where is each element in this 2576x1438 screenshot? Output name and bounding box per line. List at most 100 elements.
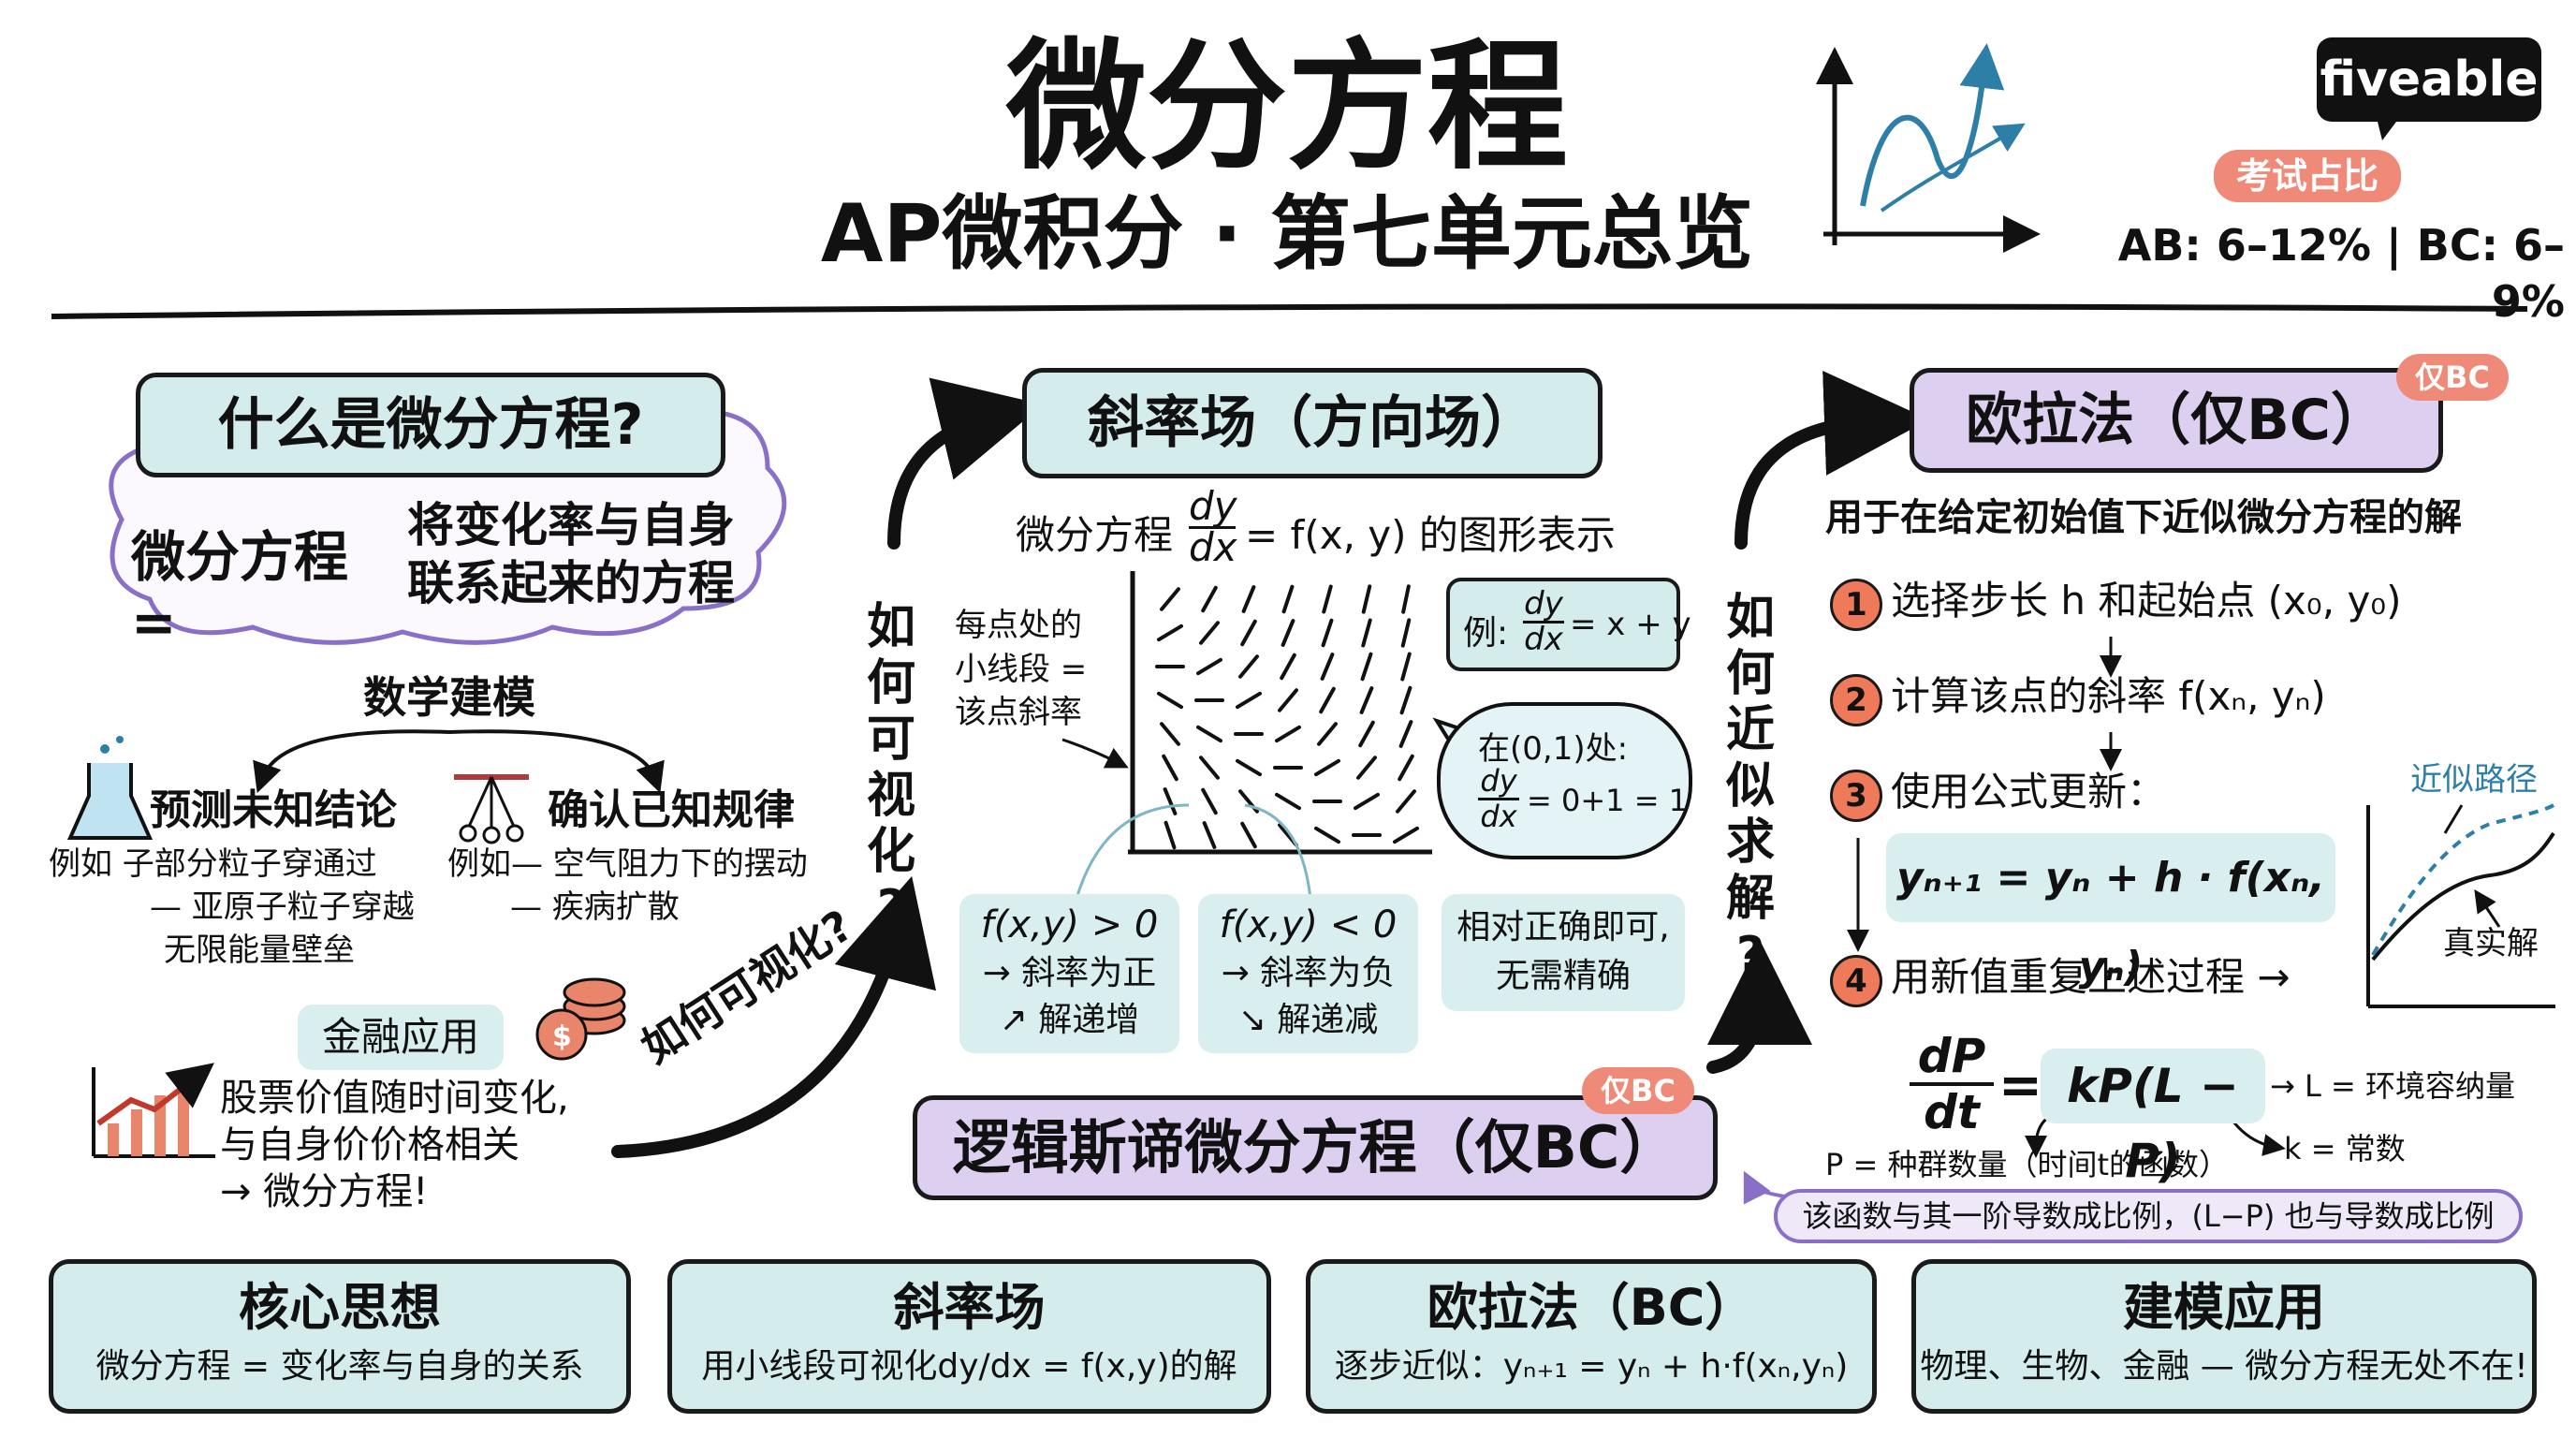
stock-chart-icon xyxy=(92,1063,215,1158)
what-is-heading: 什么是微分方程? xyxy=(217,392,644,458)
visualize-vertical-label: 如 何 可 视 化 ? xyxy=(863,599,919,936)
slope-segment xyxy=(1195,725,1223,743)
step-2-text: 计算该点的斜率 f(xₙ, yₙ) xyxy=(1891,673,2326,719)
neg-line-3: ↘ 解递减 xyxy=(1237,1001,1379,1039)
summary-core-text: 微分方程 = 变化率与自身的关系 xyxy=(95,1347,584,1386)
page-title: 微分方程 xyxy=(1005,26,1568,189)
predict-line-2: — 亚原子粒子穿越 xyxy=(150,888,415,926)
pos-line-2: → 斜率为正 xyxy=(982,954,1157,992)
slope-segment xyxy=(1358,720,1375,748)
logistic-lhs-den: dt xyxy=(1924,1085,1980,1139)
example-pre: 例: xyxy=(1463,614,1509,653)
finance-tag-label: 金融应用 xyxy=(321,1014,479,1060)
slope-segment xyxy=(1241,585,1256,613)
slope-desc-den: dx xyxy=(1189,524,1237,570)
approx-line-2: 无需精确 xyxy=(1495,957,1631,995)
definition-right-2: 联系起来的方程 xyxy=(407,556,735,610)
logistic-heading: 逻辑斯谛微分方程（仅BC） xyxy=(952,1113,1678,1181)
summary-slope-title: 斜率场 xyxy=(893,1278,1046,1337)
predict-line-3: 无限能量壁垒 xyxy=(164,932,355,969)
slope-segment xyxy=(1156,691,1184,710)
logistic-rhs: kP(L − P) xyxy=(2067,1059,2239,1188)
neg-line-1: f(x,y) < 0 xyxy=(1219,903,1398,946)
slope-segment xyxy=(1281,584,1295,614)
slope-segment xyxy=(1317,722,1338,746)
logistic-heading-box: 逻辑斯谛微分方程（仅BC） xyxy=(913,1095,1718,1200)
predict-line-1: 例如 子部分粒子穿通过 xyxy=(49,845,377,883)
brand-text: fiveable xyxy=(2320,51,2539,108)
slope-segment xyxy=(1356,756,1377,780)
summary-modeling-text: 物理、生物、金融 — 微分方程无处不在! xyxy=(1920,1347,2528,1386)
logistic-k-note: k = 常数 xyxy=(2284,1131,2406,1167)
slope-segment xyxy=(1401,584,1411,614)
approx-vertical-label: 如 何 近 似 求 解 ? xyxy=(1722,590,1778,983)
exam-weight-text: AB: 6–12% | BC: 6–9% xyxy=(2117,220,2565,327)
step-1-badge: 1 xyxy=(1830,579,1882,631)
definition-left: 微分方程 = xyxy=(131,525,349,654)
euler-formula: yₙ₊₁ = yₙ + h · f(xₙ, yₙ) xyxy=(1895,854,2326,990)
pos-line-1: f(x,y) > 0 xyxy=(980,903,1159,946)
logistic-equals: = xyxy=(1998,1055,2042,1116)
predict-title: 预测未知结论 xyxy=(150,786,397,834)
logistic-rhs-box: kP(L − P) xyxy=(2041,1049,2265,1188)
step-4-badge: 4 xyxy=(1830,955,1882,1007)
bubble-post: = 0+1 = 1 xyxy=(1527,783,1689,818)
slope-segment xyxy=(1201,585,1218,613)
slope-segment xyxy=(1160,587,1180,611)
true-solution-label: 真实解 xyxy=(2443,925,2539,962)
slope-segment xyxy=(1313,826,1341,844)
segment-note-2: 小线段 = xyxy=(955,651,1088,688)
slope-desc-num: dy xyxy=(1189,483,1237,529)
summary-card-core: 核心思想 微分方程 = 变化率与自身的关系 xyxy=(49,1259,631,1414)
example-post: = x + y xyxy=(1570,606,1691,643)
segment-note-3: 该点斜率 xyxy=(955,694,1082,731)
what-is-heading-box: 什么是微分方程? xyxy=(136,373,725,477)
modeling-label: 数学建模 xyxy=(363,672,535,723)
step-3-text: 使用公式更新： xyxy=(1891,769,2167,814)
example-box: 例: dy dx = x + y xyxy=(1446,578,1691,671)
slope-segment xyxy=(1199,621,1220,645)
header-graph-icon xyxy=(1816,43,2041,253)
confirm-line-2: — 疾病扩散 xyxy=(510,888,680,926)
euler-desc: 用于在给定初始值下近似微分方程的解 xyxy=(1825,496,2462,539)
slope-desc: 微分方程 dy dx = f(x, y) 的图形表示 xyxy=(1016,487,1671,571)
slope-segment xyxy=(1274,792,1302,811)
confirm-title: 确认已知规律 xyxy=(548,786,795,834)
summary-core-title: 核心思想 xyxy=(239,1278,441,1337)
proportional-text: 该函数与其一阶导数成比例，(L−P) 也与导数成比例 xyxy=(1802,1198,2495,1234)
slope-segment xyxy=(1400,652,1412,682)
approx-line-1: 相对正确即可, xyxy=(1456,908,1670,946)
negative-slope-box: f(x,y) < 0 → 斜率为负 ↘ 解递减 xyxy=(1198,894,1418,1053)
euler-formula-box: yₙ₊₁ = yₙ + h · f(xₙ, yₙ) xyxy=(1886,833,2335,990)
slope-segment xyxy=(1353,792,1381,811)
summary-euler-title: 欧拉法（BC） xyxy=(1427,1278,1756,1337)
finance-tag: 金融应用 xyxy=(298,1005,504,1070)
example-den: dx xyxy=(1524,621,1563,658)
logistic-bc-tag: 仅BC xyxy=(1582,1067,1694,1114)
slope-segment xyxy=(1235,691,1263,710)
slope-field-heading-box: 斜率场（方向场） xyxy=(1022,368,1603,478)
flask-icon xyxy=(66,736,154,840)
slope-segment xyxy=(1280,653,1296,681)
slope-field-segments xyxy=(1155,584,1420,850)
summary-slope-text: 用小线段可视化dy/dx = f(x,y)的解 xyxy=(701,1347,1237,1386)
approx-path-label: 近似路径 xyxy=(2410,761,2538,799)
summary-card-modeling: 建模应用 物理、生物、金融 — 微分方程无处不在! xyxy=(1911,1259,2537,1414)
neg-line-2: → 斜率为负 xyxy=(1221,954,1396,992)
bubble-line-1: 在(0,1)处: xyxy=(1478,730,1629,768)
slope-segment xyxy=(1322,584,1333,614)
segment-note-1: 每点处的 xyxy=(955,607,1082,644)
slope-segment xyxy=(1199,756,1220,780)
slope-segment xyxy=(1360,652,1373,682)
step-3-badge: 3 xyxy=(1830,770,1882,822)
summary-modeling-title: 建模应用 xyxy=(2123,1278,2325,1337)
slope-segment xyxy=(1201,787,1218,815)
slope-segment xyxy=(1361,584,1372,614)
bubble-num: dy xyxy=(1478,764,1519,800)
slope-segment xyxy=(1392,826,1420,844)
slope-segment xyxy=(1162,754,1178,782)
slope-segment xyxy=(1238,654,1259,679)
step-1-text: 选择步长 h 和起始点 (x₀, y₀) xyxy=(1891,578,2402,624)
step-4-text: 用新值重复上述过程 → xyxy=(1891,954,2291,1000)
true-solution-curve xyxy=(2371,831,2555,961)
